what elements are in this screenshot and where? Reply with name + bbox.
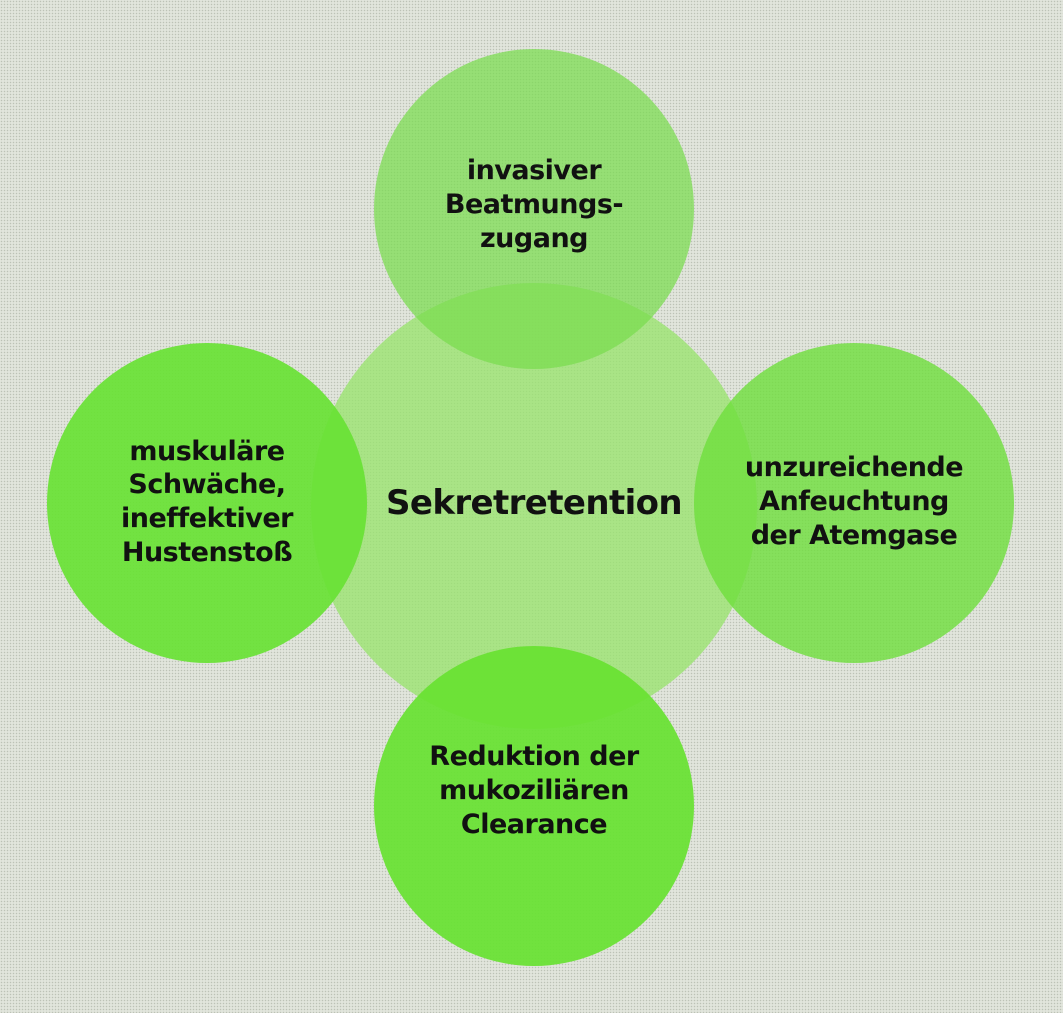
factor-label-bottom: Reduktion der mukoziliären Clearance bbox=[429, 741, 639, 840]
factor-label-right: unzureichende Anfeuchtung der Atemgase bbox=[744, 452, 964, 551]
factor-circle-top: invasiver Beatmungs- zugang bbox=[374, 49, 694, 369]
factor-circle-right: unzureichende Anfeuchtung der Atemgase bbox=[694, 343, 1014, 663]
center-label: Sekretretention bbox=[385, 482, 683, 523]
factor-label-left: muskuläre Schwäche, ineffektiver Hustens… bbox=[121, 435, 293, 568]
factor-circle-bottom: Reduktion der mukoziliären Clearance bbox=[374, 646, 694, 966]
factor-label-top: invasiver Beatmungs- zugang bbox=[444, 155, 624, 254]
factor-circle-left: muskuläre Schwäche, ineffektiver Hustens… bbox=[47, 343, 367, 663]
